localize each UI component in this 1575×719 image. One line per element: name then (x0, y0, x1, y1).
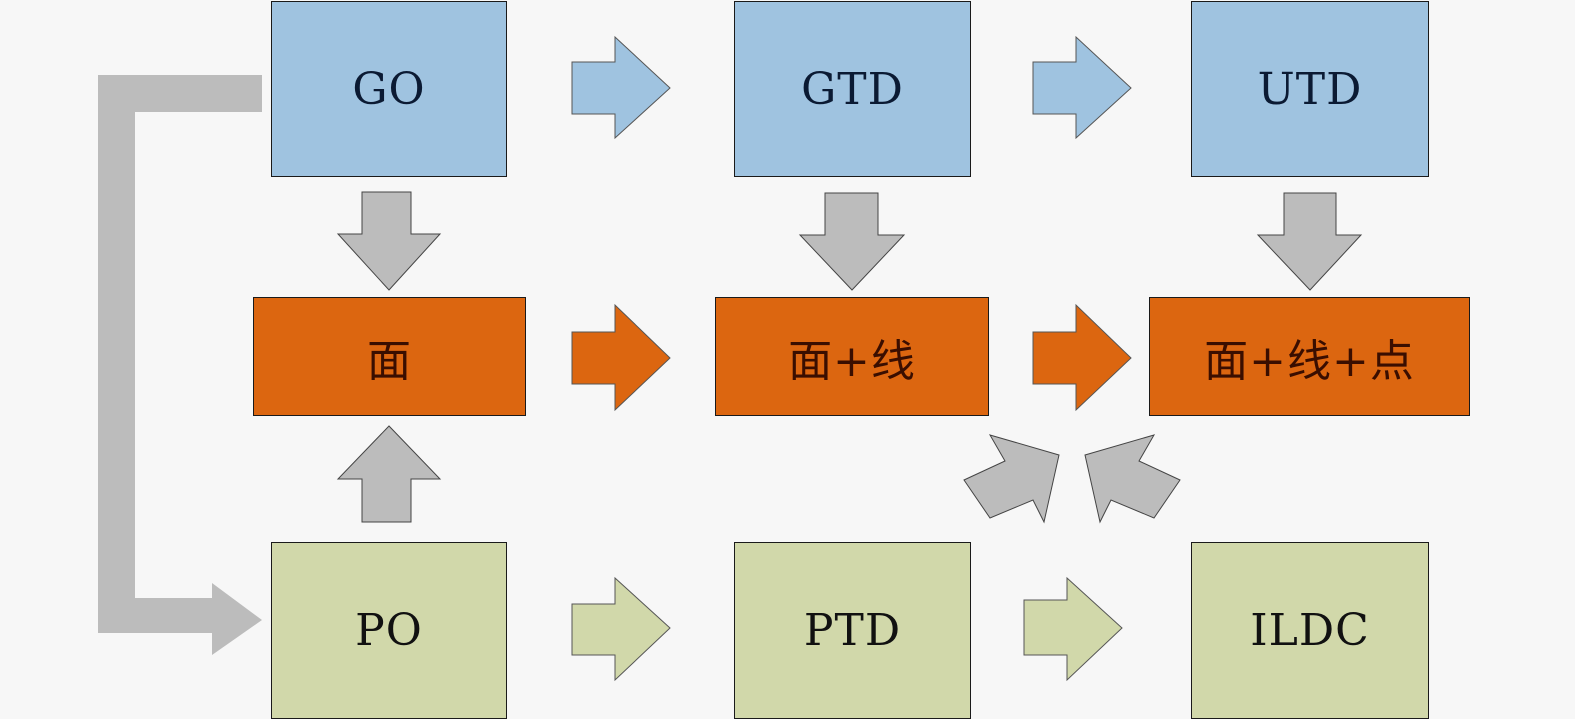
arrow-gtd-to-utd (1032, 35, 1132, 140)
arrow-face-line-to-face-line-point (1032, 303, 1132, 412)
node-ildc-label: ILDC (1250, 605, 1370, 656)
node-ildc: ILDC (1191, 542, 1429, 719)
node-utd-label: UTD (1257, 63, 1363, 115)
node-po-label: PO (355, 605, 423, 656)
arrow-ptd-to-ildc (1023, 576, 1123, 682)
elbow-arrow-go-to-po (98, 75, 262, 655)
node-utd: UTD (1191, 1, 1429, 177)
node-po: PO (271, 542, 507, 719)
node-go-label: GO (352, 63, 426, 115)
arrow-gtd-to-face-line (798, 192, 906, 291)
arrow-po-to-face (336, 425, 442, 523)
node-gtd: GTD (734, 1, 971, 177)
arrow-po-to-ptd (571, 576, 671, 682)
node-face-line-point: 面+线+点 (1149, 297, 1470, 416)
node-go: GO (271, 1, 507, 177)
arrow-utd-to-face-line-point (1256, 192, 1363, 291)
arrow-go-to-gtd (571, 35, 671, 140)
node-face-line-point-label: 面+线+点 (1204, 335, 1415, 387)
node-ptd-label: PTD (803, 605, 902, 656)
arrow-ildc-to-face-line-point (1084, 434, 1181, 524)
node-gtd-label: GTD (801, 63, 904, 115)
arrow-go-to-face (336, 191, 442, 291)
node-face-label: 面 (367, 335, 412, 387)
node-face: 面 (253, 297, 526, 416)
node-face-line-label: 面+线 (788, 335, 916, 387)
arrow-ptd-to-face-line-point (963, 434, 1060, 524)
node-face-line: 面+线 (715, 297, 989, 416)
arrow-face-to-face-line (571, 303, 671, 412)
node-ptd: PTD (734, 542, 971, 719)
